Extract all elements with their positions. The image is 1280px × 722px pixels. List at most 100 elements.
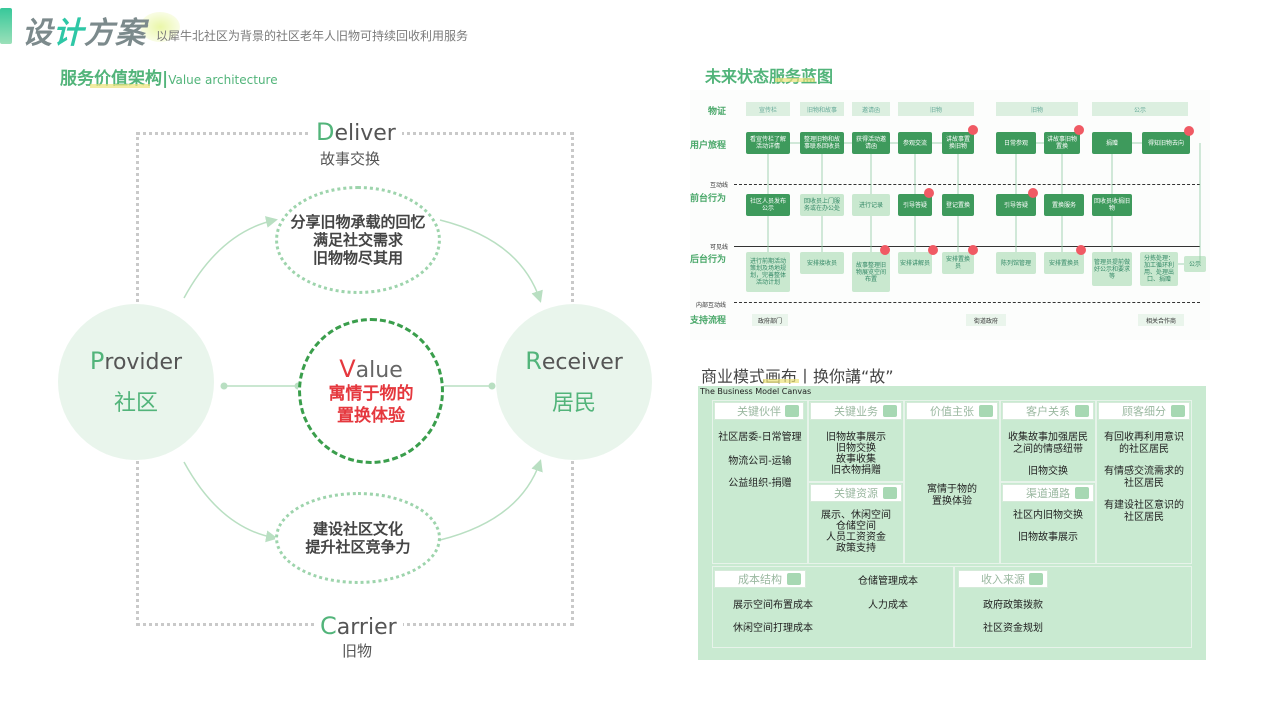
internal-line xyxy=(734,302,1200,303)
cell-key-activities xyxy=(808,400,904,482)
resource-item: 仓储空间 xyxy=(836,521,876,532)
support-item: 相关合作商 xyxy=(1138,314,1184,326)
value-prop-head: 价值主张 xyxy=(906,402,998,420)
evidence-item: 旧物和故事 xyxy=(800,102,844,116)
value-circle: Value 寓情于物的 置换体验 xyxy=(298,318,444,464)
cell-cost xyxy=(712,566,954,648)
front-action: 回收员上门服务或在办公处 xyxy=(800,194,844,216)
customer-rel-item: 旧物交换 xyxy=(1028,466,1068,477)
carrier-oval: 建设社区文化 提升社区竞争力 xyxy=(275,492,441,584)
business-model-canvas: The Business Model Canvas 关键伙伴 关键业务 关键资源… xyxy=(698,386,1206,660)
front-action: 回收员收捐旧物 xyxy=(1092,194,1132,216)
channels-head: 渠道通路 xyxy=(1002,484,1094,502)
journey-step: 讲故事置换旧物 xyxy=(942,132,974,154)
user-icon xyxy=(1171,405,1185,417)
journey-step: 整理旧物和故事联系回收员 xyxy=(800,132,844,154)
value-prop-item: 置换体验 xyxy=(932,496,972,507)
row-label-support: 支持流程 xyxy=(690,316,727,326)
journey-step: 捐赠 xyxy=(1092,132,1132,154)
row-label-back: 后台行为 xyxy=(690,255,727,265)
journey-step: 看宣传栏了解活动详情 xyxy=(746,132,790,154)
cell-channels xyxy=(1000,482,1096,564)
pain-point-marker xyxy=(928,245,938,255)
line-label-internal: 内部互动线 xyxy=(696,302,727,309)
heart-icon xyxy=(1075,405,1089,417)
title-glow-decoration xyxy=(140,12,180,42)
receiver-circle: Receiver 居民 xyxy=(496,304,652,460)
channel-item: 社区内旧物交换 xyxy=(1013,510,1083,521)
revenue-head: 收入来源 xyxy=(958,570,1048,588)
segment-item: 有情感交流需求的社区居民 xyxy=(1104,466,1184,489)
grid-icon xyxy=(883,487,897,499)
cell-key-resources xyxy=(808,482,904,564)
evidence-item: 旧物 xyxy=(898,102,974,116)
back-action: 公示 xyxy=(1184,256,1206,272)
partner-item: 物流公司-运输 xyxy=(728,456,792,467)
evidence-item: 宣传栏 xyxy=(746,102,790,116)
evidence-item: 旧物 xyxy=(996,102,1078,116)
pain-point-marker xyxy=(968,125,978,135)
row-label-evidence: 物证 xyxy=(708,107,727,117)
value-prop-item: 寓情于物的 xyxy=(927,484,977,495)
blueprint-connectors xyxy=(767,142,1201,265)
pain-point-marker xyxy=(1184,126,1194,136)
front-action: 社区人员发布公示 xyxy=(746,194,790,216)
cell-value-prop xyxy=(904,400,1000,564)
gauge-icon xyxy=(883,405,897,417)
activity-item: 旧物交换 xyxy=(836,443,876,454)
money-bag-icon xyxy=(1029,573,1043,585)
bmc-caption: The Business Model Canvas xyxy=(700,387,812,396)
key-resources-head: 关键资源 xyxy=(810,484,902,502)
journey-step: 讲故事旧物置换 xyxy=(1044,132,1080,154)
pain-point-marker xyxy=(1028,188,1038,198)
service-blueprint: 物证 用户旅程 前台行为 后台行为 支持流程 互动线 可见线 内部互动线 宣传栏… xyxy=(690,90,1210,340)
line-label-interaction: 互动线 xyxy=(710,182,729,189)
line-label-visibility: 可见线 xyxy=(710,244,729,251)
customer-rel-head: 客户关系 xyxy=(1002,402,1094,420)
gift-icon xyxy=(979,405,993,417)
carrier-label: Carrier xyxy=(314,612,403,640)
blueprint-title: 未来状态服务蓝图 xyxy=(705,67,834,86)
back-action: 安排接收员 xyxy=(800,252,844,274)
back-action: 陈列馆管理 xyxy=(996,252,1036,274)
interaction-line xyxy=(734,184,1200,185)
page-title: 设计方案 xyxy=(22,16,146,51)
segment-item: 有回收再利用意识的社区居民 xyxy=(1104,432,1184,455)
front-action: 进行记录 xyxy=(852,194,890,216)
bmc-title: 商业模式画布丨换你講“故” xyxy=(701,367,894,386)
key-partners-head: 关键伙伴 xyxy=(714,402,804,420)
partner-item: 社区居委-日常管理 xyxy=(718,432,802,443)
pain-point-marker xyxy=(1076,245,1086,255)
back-action: 安排讲解员 xyxy=(898,252,932,274)
pain-point-marker xyxy=(968,245,978,255)
journey-step: 日常参观 xyxy=(996,132,1036,154)
deliver-label: Deliver xyxy=(310,118,402,146)
header-accent-bar xyxy=(0,8,12,44)
evidence-item: 邀请函 xyxy=(852,102,890,116)
row-label-front: 前台行为 xyxy=(690,194,727,204)
deliver-oval: 分享旧物承载的回忆 满足社交需求 旧物物尽其用 xyxy=(275,186,441,294)
carrier-zh: 旧物 xyxy=(342,642,373,660)
activity-item: 故事收集 xyxy=(836,454,876,465)
channel-item: 旧物故事展示 xyxy=(1018,532,1078,543)
segments-head: 顾客细分 xyxy=(1098,402,1190,420)
activity-item: 旧物故事展示 xyxy=(826,432,886,443)
journey-step: 参观交流 xyxy=(898,132,932,154)
back-action: 进行前期活动策划及场地规划，完善整体活动计划 xyxy=(746,252,790,292)
row-label-journey: 用户旅程 xyxy=(690,141,727,151)
cost-item: 人力成本 xyxy=(868,600,908,611)
back-action: 管理员提前做好公示和要求等 xyxy=(1092,252,1132,286)
value-architecture-title: 服务价值架构|Value architecture xyxy=(60,69,278,89)
segment-item: 有建设社区意识的社区居民 xyxy=(1104,500,1184,523)
support-item: 街道政府 xyxy=(966,314,1006,326)
journey-step: 得知旧物去向 xyxy=(1142,132,1190,154)
resource-item: 政策支持 xyxy=(836,543,876,554)
cell-revenue xyxy=(954,566,1192,648)
front-action: 置换服务 xyxy=(1044,194,1084,216)
back-action: 故事整理旧物展览空间布置 xyxy=(852,252,890,292)
provider-circle: Provider 社区 xyxy=(58,304,214,460)
tag-icon xyxy=(787,573,801,585)
back-action: 安排置换员 xyxy=(942,252,974,274)
cell-customer-rel xyxy=(1000,400,1096,482)
back-action: 分拣处理：加工循环利用、处理出口、捐赠 xyxy=(1140,252,1178,286)
